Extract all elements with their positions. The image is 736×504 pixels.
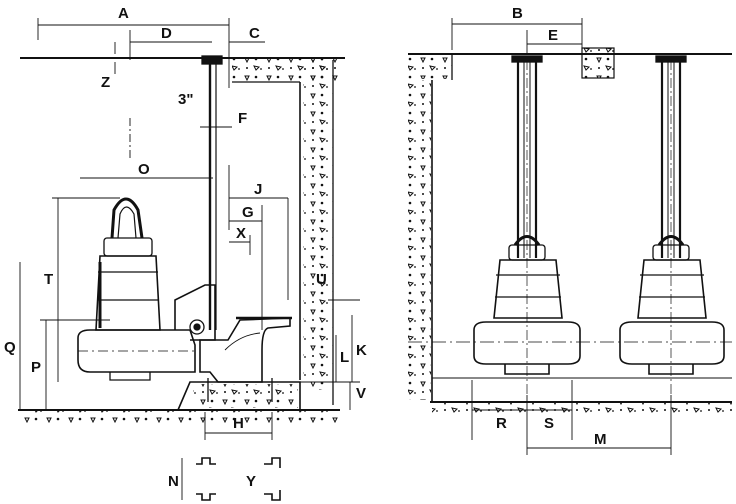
label-F: F [238,110,247,127]
pump-lift-handle-inner [117,206,137,239]
pump-lift-handle [110,197,144,239]
detail-N-top [196,457,216,465]
label-B: B [512,5,523,22]
discharge-elbow [199,317,291,383]
right-view [408,18,732,455]
label-Y: Y [246,473,256,490]
label-Q: Q [4,339,16,356]
detail-Y-top [264,457,281,468]
label-pipe-size: 3" [178,91,193,108]
dimension-labels: A D C Z 3" F O J G X T U Q P K L V H N Y… [4,5,607,490]
label-Z: Z [101,74,110,91]
elbow-curve-line [224,332,261,351]
left-view [18,18,360,501]
left-floor-hatch [20,411,340,423]
twin-pump-right [619,55,725,395]
plinth-hatch [193,384,298,408]
label-D: D [161,25,172,42]
label-X: X [236,225,246,242]
label-G: G [242,204,254,221]
twin-pump-left [473,55,581,395]
detail-Y-bottom [264,490,281,501]
label-R: R [496,415,507,432]
claw-pivot-center [193,323,201,331]
label-M: M [594,431,607,448]
label-K: K [356,342,367,359]
label-O: O [138,161,150,178]
label-A: A [118,5,129,22]
claw-pivot [189,319,205,335]
label-N: N [168,473,179,490]
label-T: T [44,271,53,288]
label-H: H [233,415,244,432]
right-wall-hatch [408,80,431,400]
right-slab-hatch-mid [581,47,615,79]
right-floor-hatch [432,403,732,415]
label-V: V [356,385,366,402]
pump-top-cap [103,237,153,257]
pump-volute [77,329,196,373]
pump-suction [109,372,151,381]
label-C: C [249,25,260,42]
left-wall-hatch [303,60,333,390]
label-S: S [544,415,554,432]
label-P: P [31,359,41,376]
label-L: L [340,349,349,366]
label-E: E [548,27,558,44]
pump-motor-housing [95,255,161,331]
label-U: U [316,271,327,288]
label-J: J [254,181,262,198]
rail-top-bracket [201,55,223,65]
right-slab-hatch-left [408,55,452,79]
detail-N-bottom [196,493,216,501]
